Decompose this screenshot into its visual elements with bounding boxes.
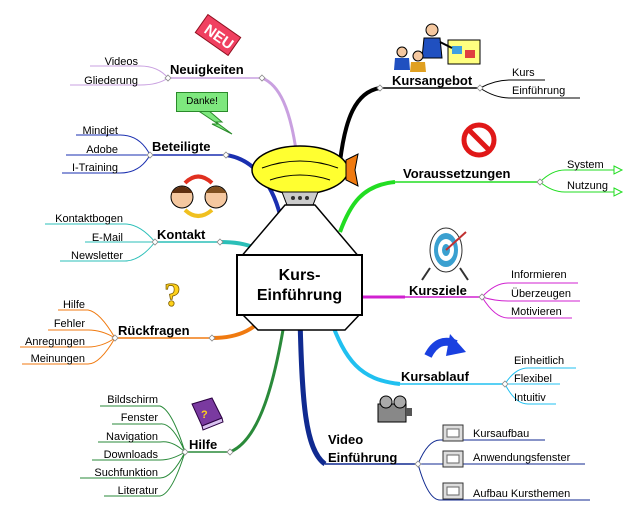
target-icon [421, 227, 469, 281]
subtopic-suchfunktion[interactable]: Suchfunktion [94, 467, 158, 479]
topic-video-line2[interactable]: Einführung [328, 450, 398, 465]
subtopic-kurs[interactable]: Kurs [512, 67, 535, 79]
subtopic-hilfe-rueckfragen[interactable]: Hilfe [62, 299, 85, 311]
blue-arrow-icon [424, 334, 466, 358]
subtopic-flexibel[interactable]: Flexibel [514, 373, 552, 385]
help-book-icon: ? [191, 397, 224, 431]
subtopic-mindjet[interactable]: Mindjet [82, 125, 118, 137]
subtopic-kursaufbau[interactable]: Kursaufbau [473, 428, 530, 440]
topic-beteiligte[interactable]: Beteiligte [152, 139, 211, 154]
topic-kursablauf[interactable]: Kursablauf [401, 369, 469, 384]
subtopic-navigation[interactable]: Navigation [106, 431, 158, 443]
subtopic-system[interactable]: System [567, 159, 604, 171]
central-topic-line2: Einführung [256, 287, 343, 304]
topic-rueckfragen[interactable]: Rückfragen [118, 323, 190, 338]
people-exchange-icon [170, 174, 228, 218]
subtopic-einheitlich[interactable]: Einheitlich [514, 355, 565, 367]
presentation-icon [394, 23, 481, 72]
topic-neuigkeiten[interactable]: Neuigkeiten [170, 62, 244, 77]
subtopic-newsletter[interactable]: Newsletter [71, 250, 123, 262]
svg-text:?: ? [201, 409, 208, 421]
topic-voraussetzungen[interactable]: Voraussetzungen [403, 166, 511, 181]
subtopic-e-mail[interactable]: E-Mail [91, 232, 123, 244]
subtopic-informieren[interactable]: Informieren [511, 269, 567, 281]
projector-icon [377, 395, 412, 423]
subtopic-einfuehrung[interactable]: Einführung [512, 85, 566, 97]
topic-kontakt[interactable]: Kontakt [157, 227, 206, 242]
subtopic-gliederung[interactable]: Gliederung [84, 75, 138, 87]
topic-kursziele[interactable]: Kursziele [409, 283, 467, 298]
neu-stamp-icon: NEU [194, 13, 242, 57]
lightning-callout-icon [198, 109, 233, 135]
subtopic-kontaktbogen[interactable]: Kontaktbogen [55, 213, 123, 225]
topic-hilfe[interactable]: Hilfe [189, 437, 218, 452]
video-item-icon [442, 424, 464, 500]
subtopic-adobe[interactable]: Adobe [86, 144, 118, 156]
subtopic-intuitiv[interactable]: Intuitiv [514, 392, 546, 404]
central-topic[interactable]: Kurs- Einführung [236, 254, 363, 316]
subtopic-i-training[interactable]: I-Training [71, 162, 118, 174]
subtopic-motivieren[interactable]: Motivieren [511, 306, 562, 318]
blimp-icon [251, 145, 359, 206]
subtopic-bildschirm[interactable]: Bildschirm [107, 394, 158, 406]
branch-hilfe [229, 317, 287, 454]
subtopic-downloads[interactable]: Downloads [103, 449, 158, 461]
subtopic-videos[interactable]: Videos [104, 56, 138, 68]
question-mark-icon: ? [164, 277, 181, 314]
subtopic-nutzung[interactable]: Nutzung [567, 180, 608, 192]
branch-kursangebot [338, 86, 381, 163]
subtopic-meinungen[interactable]: Meinungen [30, 353, 85, 365]
subtopic-fehler[interactable]: Fehler [53, 318, 85, 330]
branch-video [297, 317, 327, 467]
branch-neuigkeiten [261, 76, 298, 151]
topic-video-line1[interactable]: Video [328, 432, 364, 447]
branch-voraussetzungen [338, 180, 396, 233]
subtopic-aufbau-kursthemen[interactable]: Aufbau Kursthemen [473, 488, 571, 500]
topic-kursangebot[interactable]: Kursangebot [392, 73, 473, 88]
danke-callout: Danke! [176, 92, 228, 112]
subtopic-anwendungsfenster[interactable]: Anwendungsfenster [473, 452, 571, 464]
subtopic-ueberzeugen[interactable]: Überzeugen [511, 288, 571, 300]
subtopic-literatur[interactable]: Literatur [117, 485, 158, 497]
central-topic-line1: Kurs- [278, 267, 321, 284]
subtopic-fenster[interactable]: Fenster [120, 412, 158, 424]
subtopic-anregungen[interactable]: Anregungen [25, 336, 85, 348]
no-entry-icon [461, 122, 497, 158]
